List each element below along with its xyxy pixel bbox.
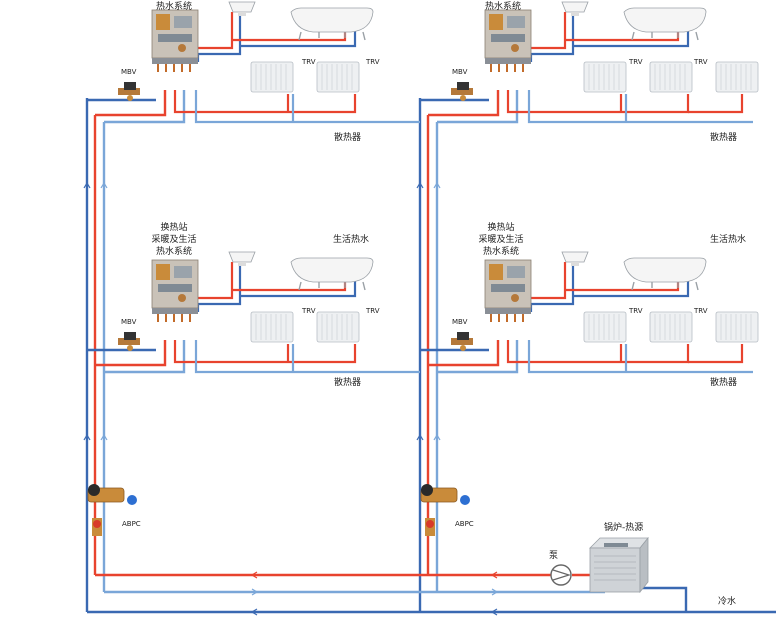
- abpc-label: ABPC: [122, 520, 141, 528]
- radiators-label: 散热器: [334, 378, 362, 388]
- station-label-upper-right: 热水系统: [484, 2, 521, 12]
- station-label-line2: 采暖及生活: [478, 235, 524, 245]
- radiators-label: 散热器: [334, 133, 362, 143]
- station-label-line3: 热水系统: [155, 247, 192, 257]
- pump-label: 泵: [549, 551, 559, 561]
- mbv-label: MBV: [121, 318, 137, 326]
- mbv-label: MBV: [452, 68, 468, 76]
- trv-label: TRV: [366, 58, 380, 66]
- abpc-valve-right: [420, 484, 470, 536]
- boiler-unit: [589, 536, 649, 594]
- cold-water-label: 冷水: [718, 597, 737, 607]
- trv-label: TRV: [302, 307, 316, 315]
- station-label-line1: 换热站: [160, 223, 188, 233]
- trv-label: TRV: [629, 58, 643, 66]
- trv-label: TRV: [302, 58, 316, 66]
- mbv-label: MBV: [121, 68, 137, 76]
- flow-arrows: [83, 181, 499, 616]
- mbv-label: MBV: [452, 318, 468, 326]
- station-label-line2: 采暖及生活: [151, 235, 197, 245]
- station-label-upper-left: 热水系统: [155, 2, 192, 12]
- station-label-line3: 热水系统: [482, 247, 519, 257]
- radiators-label: 散热器: [710, 133, 738, 143]
- trv-label: TRV: [629, 307, 643, 315]
- radiators-label: 散热器: [710, 378, 738, 388]
- trv-label: TRV: [366, 307, 380, 315]
- dhw-label: 生活热水: [710, 235, 747, 245]
- cold-water-pipe: [640, 586, 688, 612]
- main-pipes: [85, 98, 776, 614]
- boiler-label: 锅炉-热源: [604, 523, 644, 533]
- abpc-valve-left: [87, 484, 137, 536]
- abpc-label: ABPC: [455, 520, 474, 528]
- pump-symbol: [550, 564, 572, 586]
- station-label-line1: 换热站: [487, 223, 515, 233]
- trv-label: TRV: [694, 58, 708, 66]
- dhw-label: 生活热水: [333, 235, 370, 245]
- extra-radiators: [688, 61, 759, 364]
- trv-label: TRV: [694, 307, 708, 315]
